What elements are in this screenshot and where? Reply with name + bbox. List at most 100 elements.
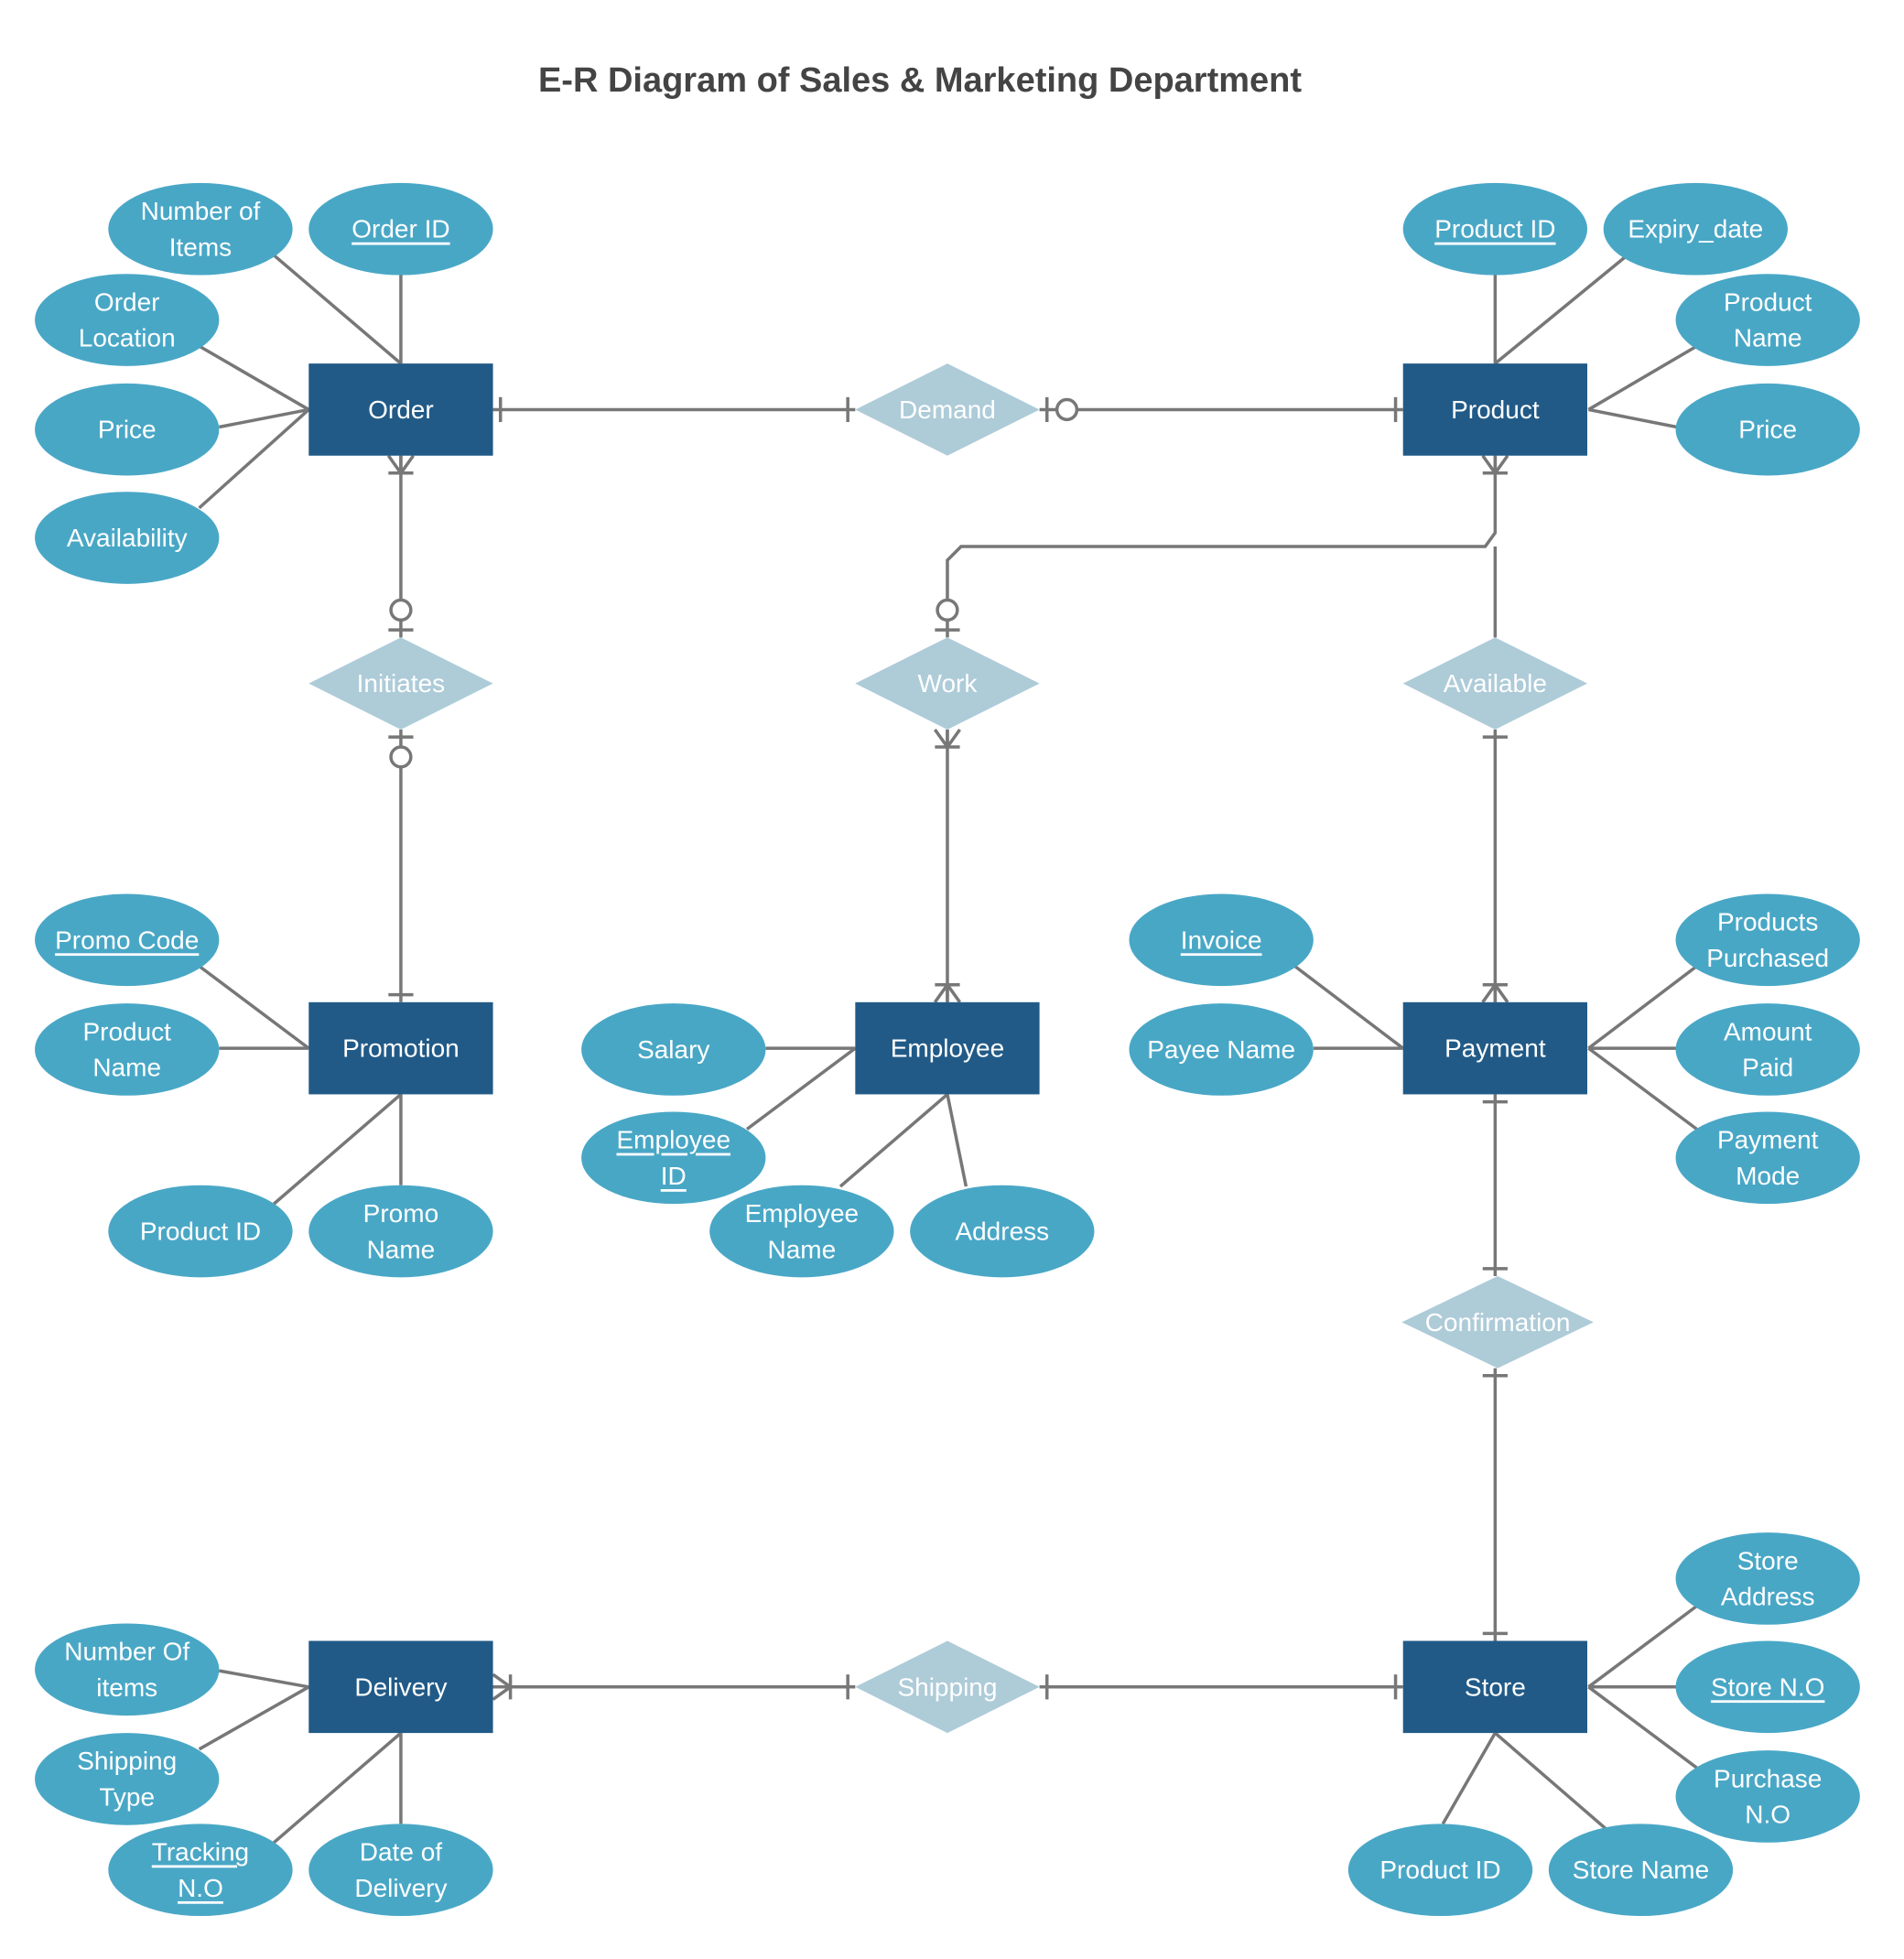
svg-text:Delivery: Delivery bbox=[354, 1874, 447, 1902]
svg-text:Name: Name bbox=[92, 1054, 161, 1082]
svg-text:Address: Address bbox=[1721, 1583, 1815, 1611]
cardinality-many-delivery-shipping-0 bbox=[492, 1672, 513, 1701]
svg-text:Product ID: Product ID bbox=[1434, 215, 1555, 244]
attribute-order-order-id[interactable]: Order ID bbox=[308, 182, 493, 276]
attribute-order-price[interactable]: Price bbox=[35, 383, 220, 476]
attribute-label: Product ID bbox=[1379, 1856, 1500, 1884]
attribute-product-expiry-date[interactable]: Expiry_date bbox=[1603, 182, 1788, 276]
attribute-connector-employee-address bbox=[946, 1094, 968, 1187]
attribute-employee-employee-id[interactable]: Employee ID bbox=[581, 1111, 766, 1205]
key-attribute-label: Store N.O bbox=[1711, 1672, 1824, 1701]
relationship-demand[interactable]: Demand bbox=[855, 363, 1040, 456]
relationship-initiates[interactable]: Initiates bbox=[308, 637, 493, 730]
attribute-product-product-id[interactable]: Product ID bbox=[1402, 182, 1587, 276]
attribute-delivery-tracking-no[interactable]: Tracking N.O bbox=[108, 1824, 293, 1917]
entity-label: Employee bbox=[891, 1034, 1005, 1063]
attribute-store-product-id[interactable]: Product ID bbox=[1347, 1824, 1533, 1917]
svg-text:Shipping: Shipping bbox=[77, 1747, 177, 1775]
svg-text:Product: Product bbox=[1451, 395, 1540, 424]
key-attribute-label: Employee ID bbox=[617, 1126, 731, 1190]
svg-text:Store Name: Store Name bbox=[1573, 1856, 1709, 1884]
attribute-promotion-promo-code[interactable]: Promo Code bbox=[35, 893, 220, 987]
svg-text:Payee Name: Payee Name bbox=[1147, 1035, 1295, 1064]
attribute-connector-order-availability bbox=[198, 408, 310, 510]
entity-label: Product bbox=[1451, 395, 1540, 424]
relationship-confirmation[interactable]: Confirmation bbox=[1401, 1276, 1594, 1369]
svg-text:Number of: Number of bbox=[141, 197, 261, 225]
svg-text:Store: Store bbox=[1465, 1672, 1526, 1701]
entity-product[interactable]: Product bbox=[1402, 363, 1587, 456]
attribute-connector-product-product-name bbox=[1587, 344, 1698, 411]
attribute-ellipse bbox=[1675, 274, 1860, 366]
relationship-shipping[interactable]: Shipping bbox=[855, 1640, 1040, 1734]
svg-text:Demand: Demand bbox=[899, 395, 996, 424]
attribute-store-store-no[interactable]: Store N.O bbox=[1675, 1640, 1860, 1734]
relationship-label: Confirmation bbox=[1425, 1308, 1571, 1337]
attribute-label: Salary bbox=[637, 1035, 709, 1064]
relationship-work[interactable]: Work bbox=[855, 637, 1040, 730]
svg-text:Confirmation: Confirmation bbox=[1425, 1308, 1571, 1337]
relationship-diamond bbox=[1401, 1276, 1594, 1369]
attribute-ellipse bbox=[1675, 383, 1860, 476]
svg-text:Product ID: Product ID bbox=[140, 1218, 261, 1246]
entity-box bbox=[308, 1001, 493, 1095]
svg-text:Expiry_date: Expiry_date bbox=[1628, 215, 1763, 244]
attribute-ellipse bbox=[1603, 182, 1788, 276]
attribute-promotion-product-id[interactable]: Product ID bbox=[108, 1185, 293, 1278]
attribute-connector-store-store-address bbox=[1587, 1604, 1698, 1689]
entity-order[interactable]: Order bbox=[308, 363, 493, 456]
entity-box bbox=[308, 363, 493, 456]
svg-text:Product: Product bbox=[1724, 287, 1812, 316]
cardinality-zero-or-one-order-initiates-1 bbox=[388, 598, 414, 632]
key-attribute-label: Invoice bbox=[1181, 925, 1262, 954]
svg-text:N.O: N.O bbox=[178, 1874, 223, 1902]
svg-text:Number Of: Number Of bbox=[64, 1638, 189, 1666]
attribute-order-availability[interactable]: Availability bbox=[35, 492, 220, 584]
entity-promotion[interactable]: Promotion bbox=[308, 1001, 493, 1095]
attribute-payment-invoice[interactable]: Invoice bbox=[1129, 893, 1314, 987]
entity-label: Delivery bbox=[354, 1672, 447, 1701]
attribute-product-price[interactable]: Price bbox=[1675, 383, 1860, 476]
attribute-connector-store-purchase-no bbox=[1587, 1685, 1698, 1770]
relationship-available[interactable]: Available bbox=[1402, 637, 1587, 730]
attribute-order-number-of-items[interactable]: Number of Items bbox=[108, 182, 293, 276]
entity-delivery[interactable]: Delivery bbox=[308, 1640, 493, 1734]
key-attribute-label: Product ID bbox=[1434, 215, 1555, 244]
svg-text:Mode: Mode bbox=[1736, 1162, 1800, 1190]
svg-text:Purchase: Purchase bbox=[1714, 1764, 1822, 1792]
attribute-payment-payee-name[interactable]: Payee Name bbox=[1129, 1003, 1314, 1096]
entity-employee[interactable]: Employee bbox=[855, 1001, 1040, 1095]
svg-text:Order: Order bbox=[368, 395, 434, 424]
svg-text:Price: Price bbox=[98, 416, 157, 444]
svg-text:Salary: Salary bbox=[637, 1035, 709, 1064]
attribute-employee-address[interactable]: Address bbox=[910, 1185, 1095, 1278]
entity-box bbox=[855, 1001, 1040, 1095]
entity-store[interactable]: Store bbox=[1402, 1640, 1587, 1734]
attribute-employee-salary[interactable]: Salary bbox=[581, 1003, 766, 1096]
attribute-connector-promotion-promo-code bbox=[198, 964, 310, 1050]
attribute-ellipse bbox=[1675, 1532, 1860, 1625]
attribute-store-store-name[interactable]: Store Name bbox=[1548, 1824, 1734, 1917]
attribute-ellipse bbox=[1548, 1824, 1734, 1917]
entity-payment[interactable]: Payment bbox=[1402, 1001, 1587, 1095]
svg-text:Items: Items bbox=[169, 233, 232, 261]
cardinality-zero-or-one-demand-product-0 bbox=[1045, 396, 1079, 423]
key-attribute-ellipse bbox=[1129, 893, 1314, 987]
